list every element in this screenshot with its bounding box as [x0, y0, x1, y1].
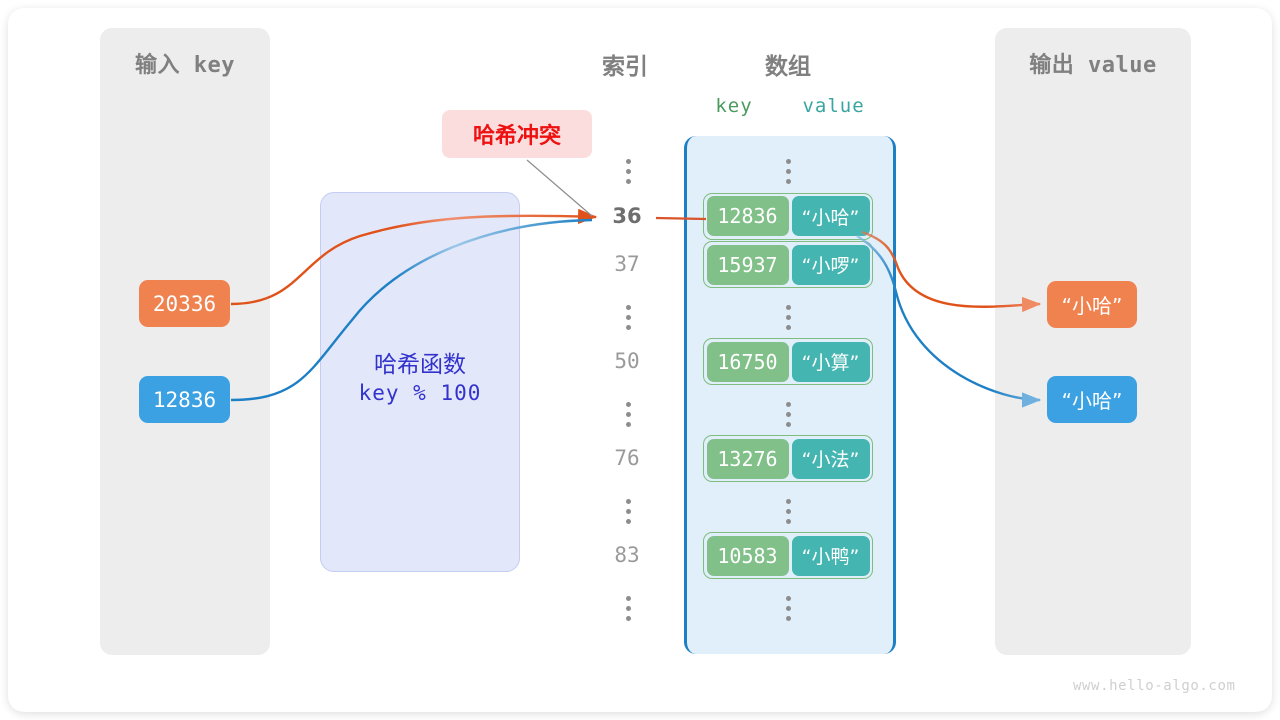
index-ellipsis	[618, 401, 638, 432]
input-panel	[100, 28, 270, 655]
entry-key: 13276	[706, 438, 789, 479]
array-ellipsis	[778, 595, 798, 626]
index-ellipsis	[618, 304, 638, 335]
kv-header-gap	[765, 95, 790, 117]
array-column-title: 数组	[765, 54, 811, 80]
index-ellipsis	[618, 595, 638, 626]
output-panel	[995, 28, 1191, 655]
array-entry: 13276“小法”	[703, 435, 873, 482]
entry-value: “小算”	[791, 341, 870, 382]
array-ellipsis	[778, 159, 798, 189]
entry-value: “小哈”	[791, 196, 870, 236]
input-key-0: 20336	[139, 280, 230, 327]
watermark: www.hello-algo.com	[1073, 678, 1236, 694]
key-header-label: key	[715, 95, 753, 117]
entry-value: “小法”	[791, 438, 870, 479]
array-ellipsis	[778, 304, 798, 335]
entry-key: 12836	[706, 196, 789, 236]
entry-value: “小鸭”	[791, 535, 870, 576]
key-value-header: key value	[684, 95, 896, 117]
array-entry: 12836“小哈”	[703, 192, 873, 240]
input-key-1: 12836	[139, 376, 230, 423]
entry-key: 16750	[706, 341, 789, 382]
array-ellipsis	[778, 401, 798, 432]
value-header-label: value	[802, 95, 865, 117]
output-panel-title: 输出 value	[1029, 53, 1157, 78]
input-panel-title: 输入 key	[135, 53, 235, 78]
entry-key: 10583	[706, 535, 789, 576]
index-column-title: 索引	[602, 54, 648, 80]
entry-value: “小啰”	[791, 244, 870, 285]
index-ellipsis	[618, 498, 638, 529]
array-index-label: 50	[614, 349, 640, 373]
array-entry: 16750“小算”	[703, 338, 873, 385]
array-index-label: 83	[614, 543, 640, 567]
output-value-0: “小哈”	[1047, 281, 1137, 328]
array-index-label: 36	[612, 203, 642, 228]
array-index-label: 37	[614, 252, 640, 276]
index-ellipsis	[618, 159, 638, 189]
array-entry: 15937“小啰”	[703, 241, 873, 288]
array-index-label: 76	[614, 446, 640, 470]
array-entry: 10583“小鸭”	[703, 532, 873, 579]
output-value-1: “小哈”	[1047, 376, 1137, 423]
hash-function-title: 哈希函数	[374, 352, 466, 378]
hash-function-expression: key % 100	[358, 381, 482, 405]
collision-badge: 哈希冲突	[442, 110, 592, 158]
entry-key: 15937	[706, 244, 789, 285]
array-ellipsis	[778, 498, 798, 529]
